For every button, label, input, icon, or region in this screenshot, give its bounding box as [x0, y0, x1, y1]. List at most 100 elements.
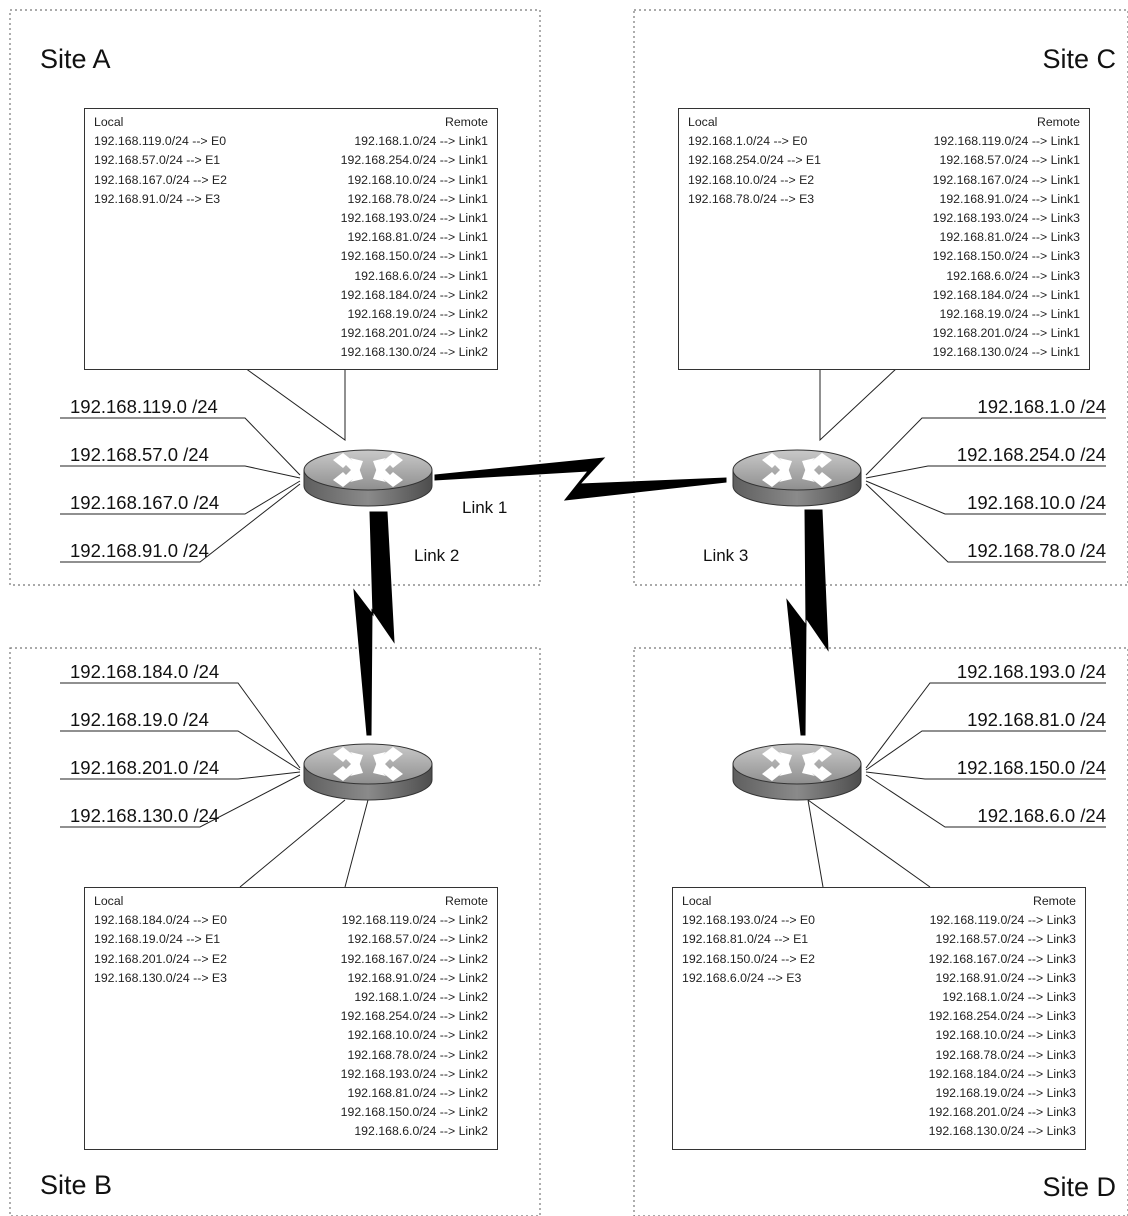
- remote-header: Remote: [1032, 894, 1076, 908]
- remote-route: 192.168.10.0/24 --> Link1: [347, 172, 489, 187]
- subnet-label: 192.168.119.0 /24: [70, 396, 218, 417]
- remote-route: 192.168.193.0/24 --> Link3: [932, 211, 1080, 226]
- subnet-label: 192.168.150.0 /24: [956, 757, 1106, 778]
- remote-route: 192.168.254.0/24 --> Link1: [340, 153, 488, 168]
- site-d-boundary: [633, 647, 1128, 1216]
- site-boundaries: [9, 9, 1128, 1216]
- remote-route: 192.168.19.0/24 --> Link1: [939, 307, 1081, 322]
- remote-route: 192.168.57.0/24 --> Link1: [939, 153, 1081, 168]
- subnet-label: 192.168.254.0 /24: [956, 444, 1106, 465]
- local-routes: Local 192.168.193.0/24 --> E0 192.168.81…: [682, 892, 815, 988]
- remote-route: 192.168.119.0/24 --> Link3: [929, 913, 1076, 928]
- remote-route: 192.168.201.0/24 --> Link2: [340, 326, 488, 341]
- local-route: 192.168.184.0/24 --> E0: [94, 913, 227, 928]
- site-a-routing-table: Local 192.168.119.0/24 --> E0 192.168.57…: [84, 108, 498, 370]
- remote-route: 192.168.10.0/24 --> Link2: [347, 1028, 489, 1043]
- local-route: 192.168.91.0/24 --> E3: [94, 191, 221, 206]
- subnet-label: 192.168.81.0 /24: [967, 709, 1106, 730]
- local-route: 192.168.254.0/24 --> E1: [688, 153, 821, 168]
- remote-route: 192.168.91.0/24 --> Link1: [939, 191, 1081, 206]
- remote-route: 192.168.57.0/24 --> Link2: [347, 932, 489, 947]
- local-route: 192.168.119.0/24 --> E0: [94, 134, 227, 149]
- remote-route: 192.168.57.0/24 --> Link3: [935, 932, 1077, 947]
- remote-route: 192.168.119.0/24 --> Link1: [933, 134, 1080, 149]
- callout-lines: [239, 367, 931, 888]
- local-route: 192.168.150.0/24 --> E2: [682, 951, 815, 966]
- subnet-label: 192.168.91.0 /24: [70, 540, 209, 561]
- router-icon: [732, 449, 862, 507]
- local-header: Local: [94, 115, 124, 129]
- local-route: 192.168.1.0/24 --> E0: [688, 134, 808, 149]
- local-header: Local: [682, 894, 712, 908]
- local-routes: Local 192.168.1.0/24 --> E0 192.168.254.…: [688, 113, 821, 209]
- remote-route: 192.168.1.0/24 --> Link2: [354, 990, 488, 1005]
- remote-route: 192.168.19.0/24 --> Link2: [347, 307, 489, 322]
- remote-route: 192.168.81.0/24 --> Link3: [939, 230, 1081, 245]
- serial-links: [353, 457, 829, 736]
- remote-route: 192.168.150.0/24 --> Link1: [340, 249, 488, 264]
- remote-route: 192.168.119.0/24 --> Link2: [341, 913, 488, 928]
- remote-route: 192.168.184.0/24 --> Link2: [340, 287, 488, 302]
- subnet-label: 192.168.167.0 /24: [70, 492, 220, 513]
- remote-route: 192.168.254.0/24 --> Link2: [340, 1009, 488, 1024]
- remote-header: Remote: [444, 894, 488, 908]
- remote-header: Remote: [1036, 115, 1080, 129]
- site-c-boundary: [633, 9, 1128, 586]
- remote-route: 192.168.201.0/24 --> Link3: [928, 1105, 1076, 1120]
- remote-route: 192.168.78.0/24 --> Link1: [347, 191, 489, 206]
- local-route: 192.168.193.0/24 --> E0: [682, 913, 815, 928]
- subnet-label: 192.168.193.0 /24: [956, 661, 1106, 682]
- subnet-lines: [60, 417, 1106, 828]
- local-route: 192.168.10.0/24 --> E2: [688, 172, 815, 187]
- remote-route: 192.168.91.0/24 --> Link3: [935, 970, 1077, 985]
- remote-route: 192.168.193.0/24 --> Link2: [340, 1066, 488, 1081]
- remote-header: Remote: [444, 115, 488, 129]
- subnet-label: 192.168.78.0 /24: [967, 540, 1106, 561]
- remote-route: 192.168.201.0/24 --> Link1: [932, 326, 1080, 341]
- router-icon: [303, 449, 433, 507]
- local-route: 192.168.167.0/24 --> E2: [94, 172, 227, 187]
- local-header: Local: [688, 115, 718, 129]
- subnet-label: 192.168.57.0 /24: [70, 444, 209, 465]
- site-d-label: Site D: [1042, 1172, 1116, 1202]
- local-route: 192.168.201.0/24 --> E2: [94, 951, 227, 966]
- site-a-label: Site A: [40, 44, 111, 74]
- remote-route: 192.168.10.0/24 --> Link3: [935, 1028, 1077, 1043]
- remote-route: 192.168.6.0/24 --> Link3: [946, 268, 1080, 283]
- site-a-boundary: [9, 9, 541, 586]
- subnet-label: 192.168.10.0 /24: [967, 492, 1106, 513]
- link-1-label: Link 1: [462, 498, 508, 517]
- remote-route: 192.168.1.0/24 --> Link3: [942, 990, 1076, 1005]
- remote-route: 192.168.130.0/24 --> Link1: [932, 345, 1080, 360]
- remote-route: 192.168.167.0/24 --> Link2: [340, 951, 488, 966]
- remote-route: 192.168.81.0/24 --> Link1: [347, 230, 489, 245]
- remote-route: 192.168.150.0/24 --> Link2: [340, 1105, 488, 1120]
- remote-route: 192.168.184.0/24 --> Link3: [928, 1066, 1076, 1081]
- remote-routes: Remote 192.168.119.0/24 --> Link3 192.16…: [929, 892, 1076, 1142]
- remote-routes: Remote 192.168.119.0/24 --> Link1 192.16…: [933, 113, 1080, 363]
- remote-route: 192.168.19.0/24 --> Link3: [935, 1086, 1077, 1101]
- remote-route: 192.168.6.0/24 --> Link2: [354, 1124, 488, 1139]
- local-route: 192.168.130.0/24 --> E3: [94, 970, 227, 985]
- remote-routes: Remote 192.168.1.0/24 --> Link1 192.168.…: [341, 113, 488, 363]
- subnet-label: 192.168.201.0 /24: [70, 757, 220, 778]
- local-routes: Local 192.168.119.0/24 --> E0 192.168.57…: [94, 113, 227, 209]
- remote-route: 192.168.81.0/24 --> Link2: [347, 1086, 489, 1101]
- router-icon: [303, 743, 433, 801]
- remote-route: 192.168.254.0/24 --> Link3: [928, 1009, 1076, 1024]
- site-d-routing-table: Local 192.168.193.0/24 --> E0 192.168.81…: [672, 887, 1086, 1150]
- link-2-bolt: [353, 511, 395, 736]
- remote-route: 192.168.78.0/24 --> Link3: [935, 1047, 1077, 1062]
- remote-routes: Remote 192.168.119.0/24 --> Link2 192.16…: [341, 892, 488, 1142]
- local-routes: Local 192.168.184.0/24 --> E0 192.168.19…: [94, 892, 227, 988]
- subnet-label: 192.168.6.0 /24: [977, 805, 1106, 826]
- remote-route: 192.168.150.0/24 --> Link3: [932, 249, 1080, 264]
- remote-route: 192.168.184.0/24 --> Link1: [932, 287, 1080, 302]
- remote-route: 192.168.78.0/24 --> Link2: [347, 1047, 489, 1062]
- subnet-label: 192.168.184.0 /24: [70, 661, 220, 682]
- remote-route: 192.168.6.0/24 --> Link1: [354, 268, 488, 283]
- local-route: 192.168.19.0/24 --> E1: [94, 932, 221, 947]
- remote-route: 192.168.130.0/24 --> Link2: [340, 345, 488, 360]
- site-b-label: Site B: [40, 1170, 113, 1200]
